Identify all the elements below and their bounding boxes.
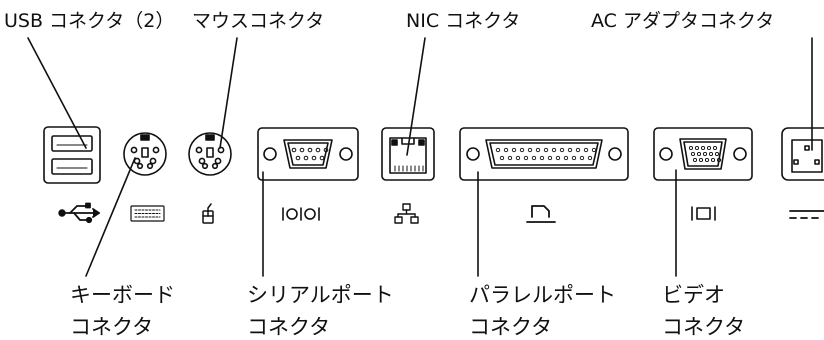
mouse-connector-label: マウスコネクタ — [192, 10, 325, 32]
usb-connector — [43, 126, 101, 184]
mouse-icon — [202, 203, 214, 224]
nic-connector-label: NIC コネクタ — [406, 10, 521, 32]
keyboard-ps2-connector — [123, 132, 167, 176]
serial-port-icon — [282, 207, 320, 221]
callout-lines — [27, 37, 813, 277]
nic-connector — [381, 127, 435, 181]
keyboard-connector-label-line1: キーボード — [70, 283, 175, 307]
mouse-ps2-connector — [188, 132, 232, 176]
usb-symbol-icon — [58, 202, 100, 224]
keyboard-connector-label-line2: コネクタ — [70, 315, 154, 339]
nic-callout-line — [406, 37, 426, 156]
parallel-connector-label-line2: コネクタ — [469, 315, 553, 339]
printer-icon — [526, 205, 556, 223]
monitor-icon — [691, 206, 716, 221]
ac-adapter-connector-label: AC アダプタコネクタ — [591, 10, 775, 32]
serial-connector-label-line2: コネクタ — [247, 315, 331, 339]
video-connector-label-line1: ビデオ — [662, 283, 725, 307]
dc-power-icon — [789, 210, 824, 219]
ac-adapter-connector — [781, 127, 824, 181]
network-icon — [394, 203, 419, 224]
keyboard-icon — [130, 205, 165, 222]
serial-connector-label-line1: シリアルポート — [247, 283, 394, 307]
parallel-connector-label-line1: パラレルポート — [469, 283, 616, 307]
mouse-callout-line — [219, 37, 238, 149]
usb-connector-label: USB コネクタ（2） — [4, 10, 175, 32]
serial-port-connector — [257, 127, 359, 181]
video-connector — [653, 127, 753, 181]
parallel-port-connector — [459, 127, 629, 181]
usb-callout-line — [27, 37, 87, 149]
keyboard-callout-line — [85, 157, 136, 277]
video-connector-label-line2: コネクタ — [662, 315, 746, 339]
